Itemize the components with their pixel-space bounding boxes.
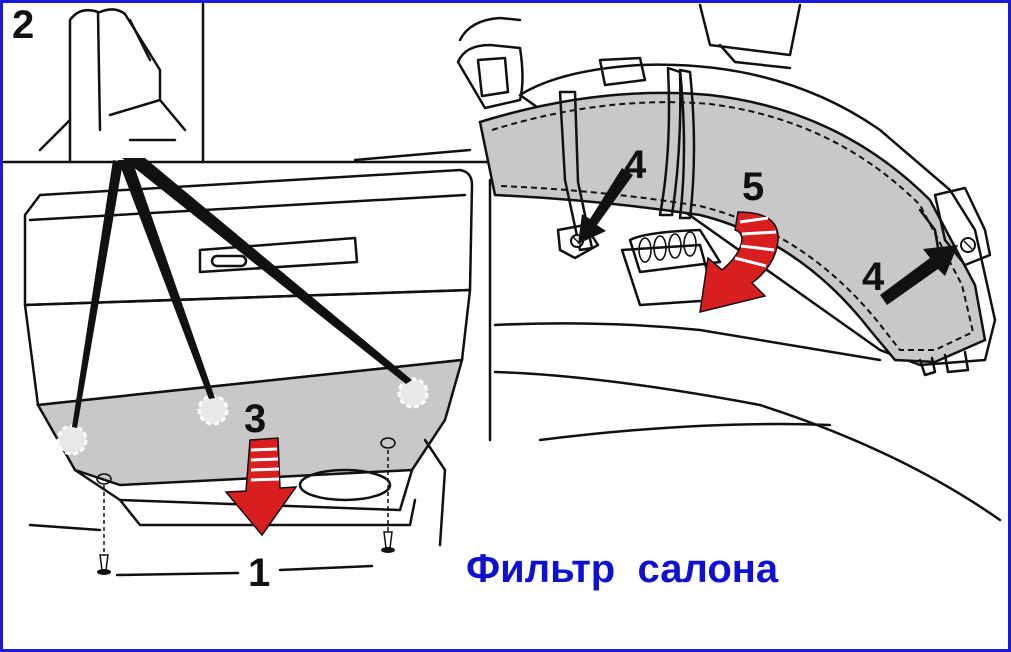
- cabin-filter: [478, 91, 987, 364]
- step-label-2: 2: [12, 3, 34, 47]
- step-3-arrow: [224, 437, 298, 537]
- leader-line-right: [122, 158, 412, 384]
- diagram-caption: Фильтр салона: [466, 547, 779, 591]
- glovebox-assembly: [23, 158, 492, 577]
- step-4-arrow-left: [578, 168, 633, 244]
- clip-marker-right: [397, 377, 429, 409]
- clip-marker-left: [56, 424, 88, 456]
- clip-marker-center: [197, 394, 229, 426]
- step-label-4-left: 4: [624, 143, 647, 187]
- step-label-5: 5: [742, 165, 764, 209]
- leader-line-center: [118, 160, 215, 399]
- screw-left-icon: [97, 485, 111, 575]
- step-4-arrow-right: [880, 245, 958, 305]
- leader-line-left: [72, 160, 123, 428]
- screw-right-icon: [381, 450, 395, 553]
- step-label-4-right: 4: [862, 255, 885, 299]
- step-label-3: 3: [244, 397, 266, 441]
- filter-housing-assembly: [353, 3, 1002, 522]
- inset-detail: [2, 2, 502, 164]
- step-label-1: 1: [248, 551, 270, 595]
- step-5-arrow: [699, 211, 779, 313]
